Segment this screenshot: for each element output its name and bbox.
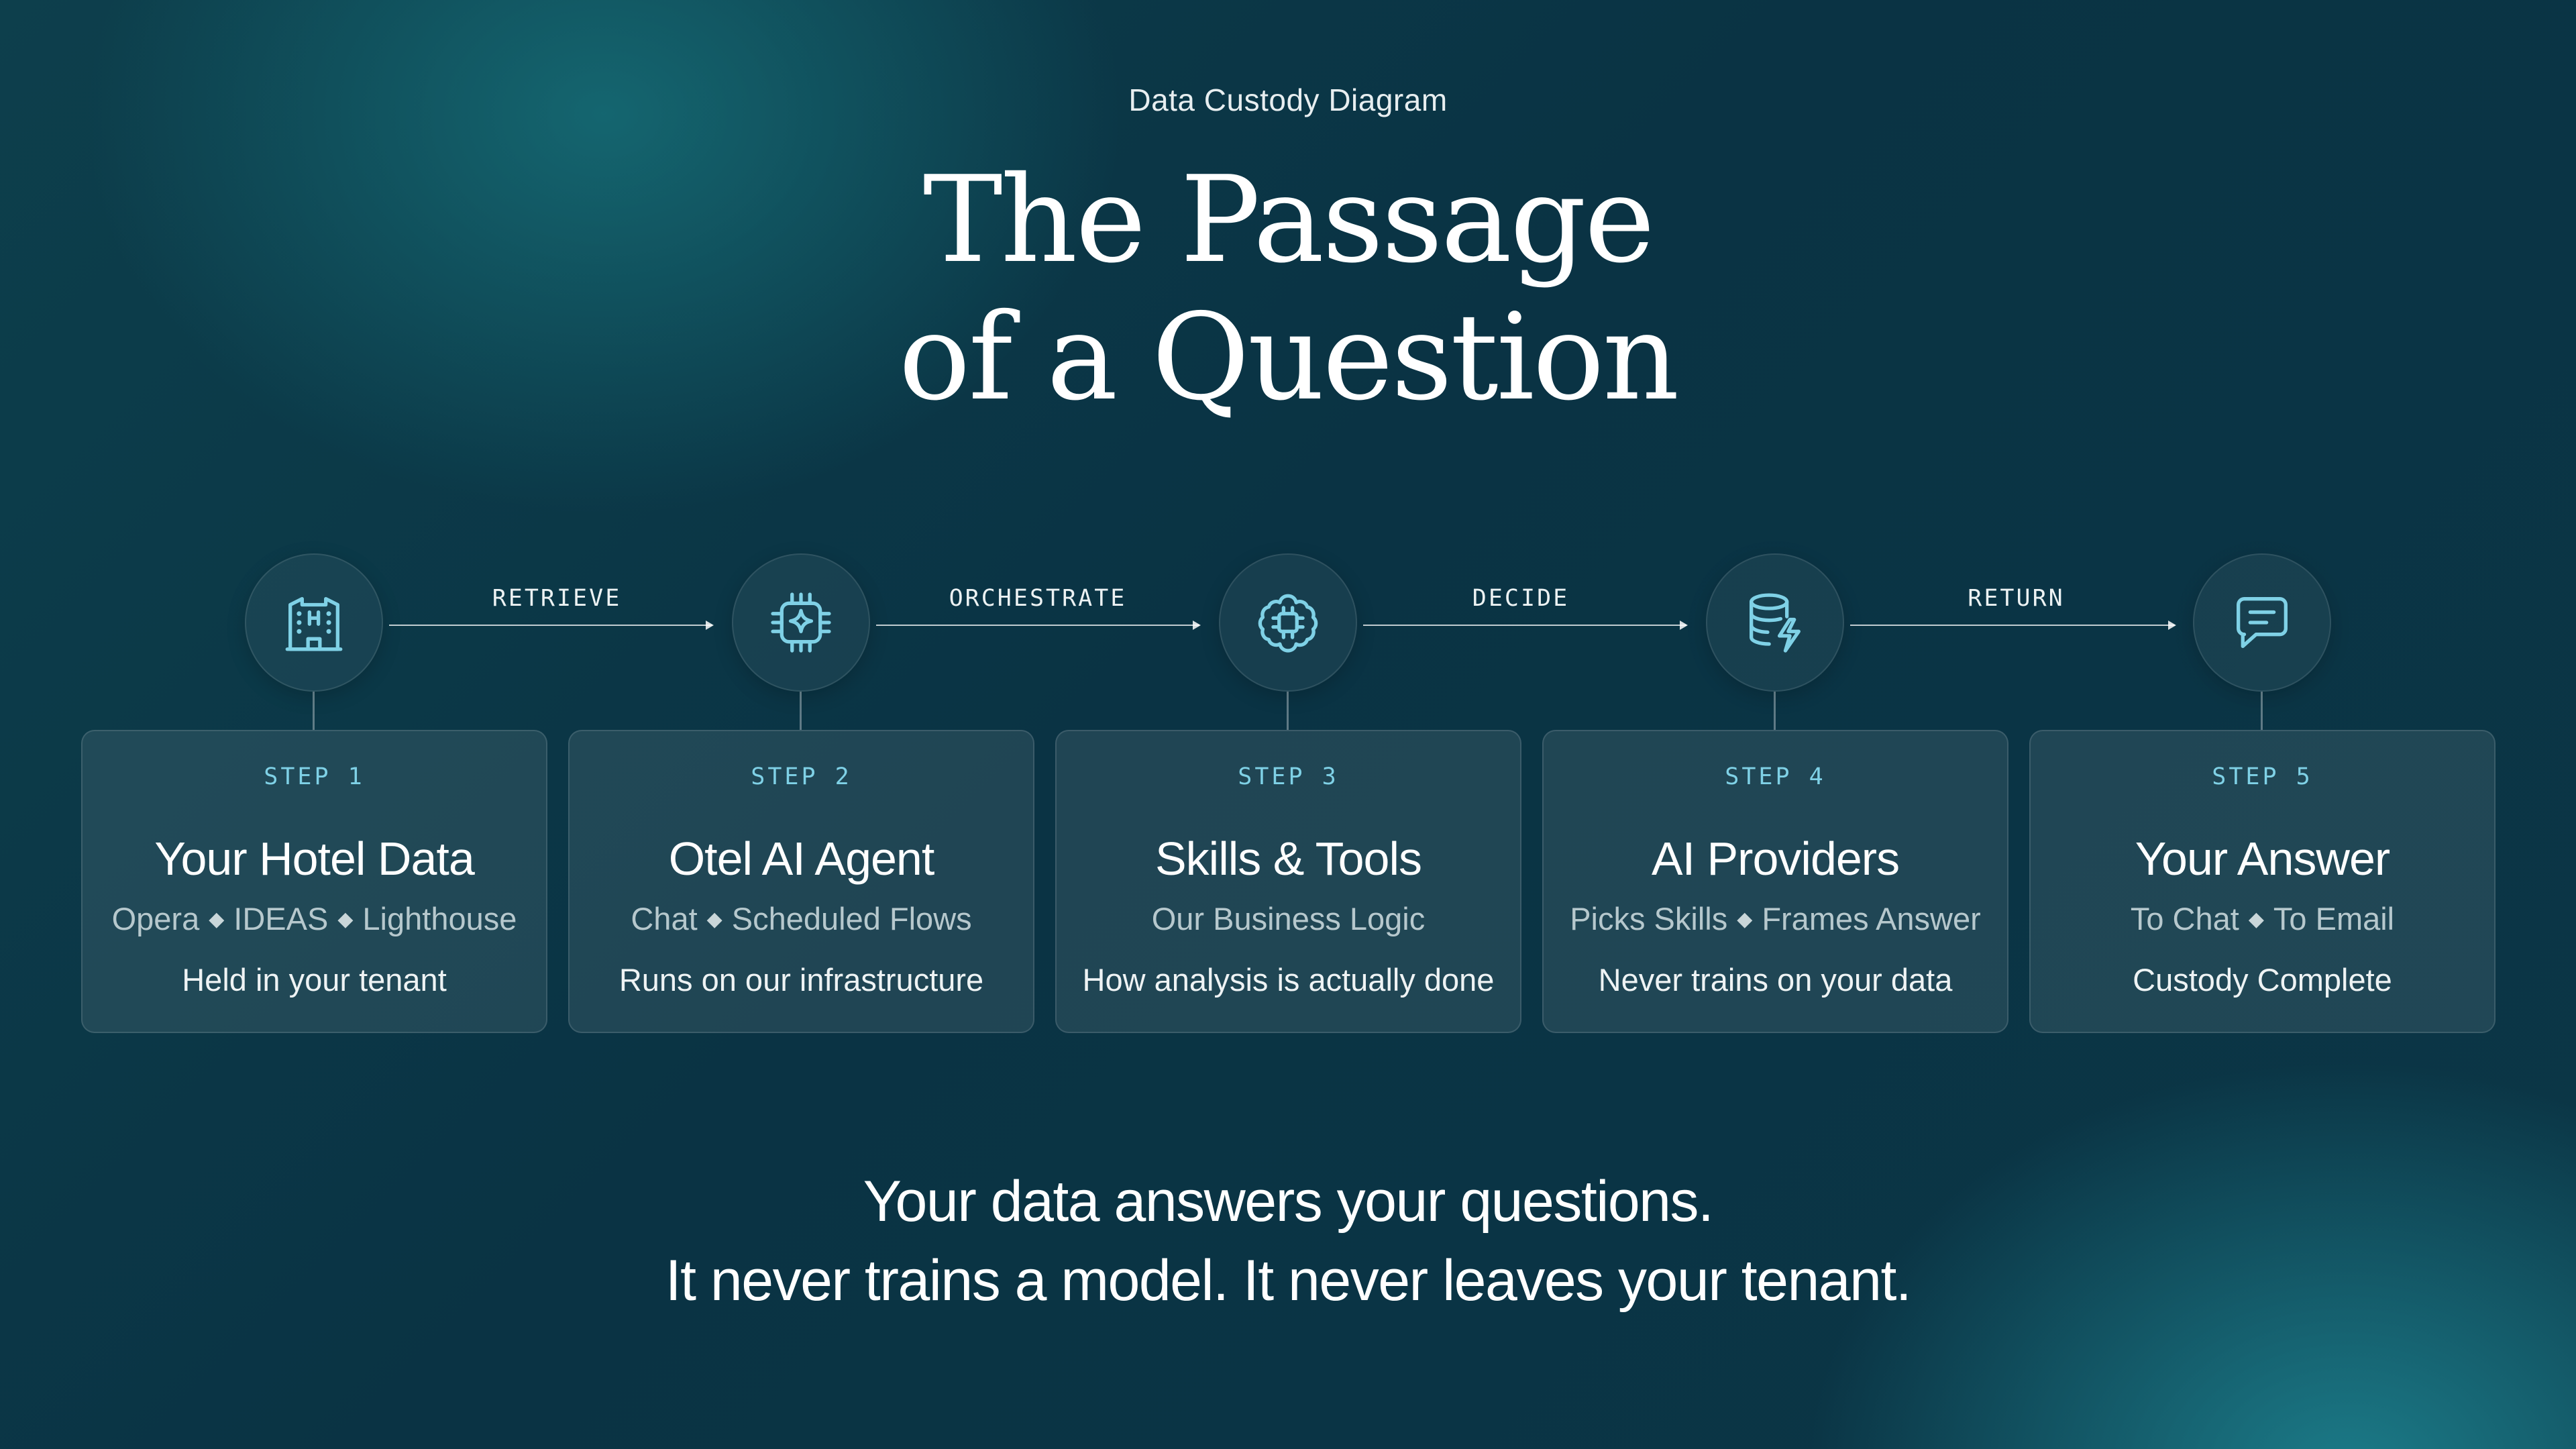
step-note: Never trains on your data (1598, 962, 1953, 998)
hotel-building-icon (245, 553, 383, 692)
step-card-2: STEP 2 Otel AI Agent Chat ◆ Scheduled Flow… (568, 730, 1034, 1033)
step-sources: Opera ◆ IDEAS ◆ Lighthouse (83, 900, 546, 937)
connector-retrieve-label: RETRIEVE (492, 585, 622, 612)
step-destinations: To Chat ◆ To Email (2031, 900, 2494, 937)
step-5-stem (2261, 692, 2263, 730)
connector-return-arrow (1850, 621, 2176, 630)
connector-return-label: RETURN (1968, 585, 2065, 612)
title-line-1: The Passage (922, 150, 1655, 289)
step-roles: Picks Skills ◆ Frames Answer (1544, 900, 2007, 937)
step-2-stem (800, 692, 802, 730)
step-3-stem (1287, 692, 1289, 730)
tagline: Your data answers your questions. It nev… (0, 1162, 2576, 1320)
destination-chat: To Chat (2130, 901, 2239, 936)
ai-chip-sparkle-icon (732, 553, 870, 692)
source-lighthouse: Lighthouse (362, 901, 517, 936)
step-number: STEP 5 (2212, 763, 2313, 790)
connector-decide-label: DECIDE (1472, 585, 1570, 612)
step-card-1: STEP 1 Your Hotel Data Opera ◆ IDEAS ◆ Light… (81, 730, 547, 1033)
separator-icon: ◆ (706, 908, 722, 930)
step-card-3: STEP 3 Skills & Tools Our Business Logic… (1055, 730, 1521, 1033)
page-title: The Passage of a Question (0, 151, 2576, 426)
channel-chat: Chat (631, 901, 698, 936)
separator-icon: ◆ (209, 908, 225, 930)
brain-chip-icon (1219, 553, 1357, 692)
tagline-line-1: Your data answers your questions. (863, 1169, 1714, 1234)
step-note: Held in your tenant (182, 962, 447, 998)
step-title: Skills & Tools (1155, 833, 1422, 885)
step-title: Your Answer (2135, 833, 2390, 885)
tagline-line-2: It never trains a model. It never leaves… (665, 1248, 1912, 1313)
step-note: Custody Complete (2133, 962, 2392, 998)
step-1-stem (313, 692, 315, 730)
diagram-eyebrow: Data Custody Diagram (1128, 83, 1448, 117)
role-picks-skills: Picks Skills (1570, 901, 1728, 936)
channel-scheduled-flows: Scheduled Flows (731, 901, 972, 936)
chat-message-icon (2193, 553, 2331, 692)
step-number: STEP 2 (751, 763, 852, 790)
step-title: Otel AI Agent (668, 833, 935, 885)
database-lightning-icon (1706, 553, 1844, 692)
source-ideas: IDEAS (233, 901, 329, 936)
separator-icon: ◆ (2248, 908, 2264, 930)
connector-orchestrate-arrow (876, 621, 1201, 630)
separator-icon: ◆ (1737, 908, 1753, 930)
step-note: How analysis is actually done (1082, 962, 1495, 998)
step-number: STEP 1 (264, 763, 365, 790)
role-frames-answer: Frames Answer (1762, 901, 1981, 936)
title-line-2: of a Question (898, 288, 1680, 427)
step-card-5: STEP 5 Your Answer To Chat ◆ To Email Cust… (2029, 730, 2496, 1033)
step-card-4: STEP 4 AI Providers Picks Skills ◆ Frames … (1542, 730, 2008, 1033)
step-4-stem (1774, 692, 1776, 730)
step-channels: Chat ◆ Scheduled Flows (570, 900, 1033, 937)
connector-retrieve-arrow (389, 621, 714, 630)
step-number: STEP 3 (1238, 763, 1339, 790)
step-number: STEP 4 (1725, 763, 1826, 790)
step-note: Runs on our infrastructure (619, 962, 984, 998)
destination-email: To Email (2273, 901, 2395, 936)
connector-orchestrate-label: ORCHESTRATE (949, 585, 1127, 612)
connector-decide-arrow (1363, 621, 1688, 630)
step-title: Your Hotel Data (154, 833, 475, 885)
step-subtitle: Our Business Logic (1151, 901, 1426, 936)
separator-icon: ◆ (337, 908, 354, 930)
source-opera: Opera (111, 901, 200, 936)
step-title: AI Providers (1651, 833, 1900, 885)
